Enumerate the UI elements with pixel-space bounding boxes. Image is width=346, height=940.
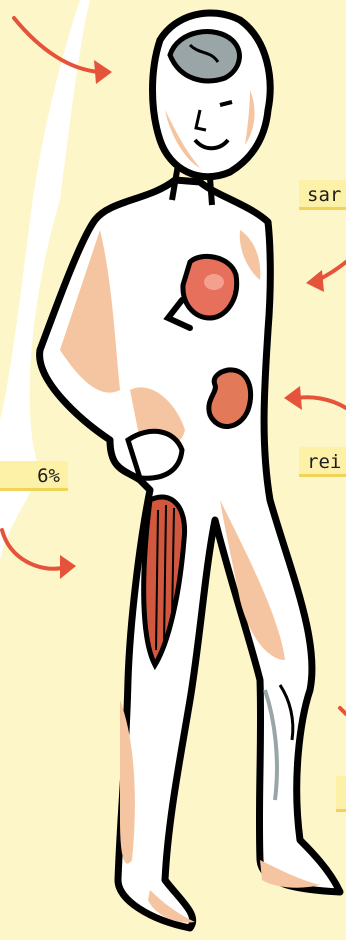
percent-label: 6% <box>0 461 68 491</box>
blood-label: sar <box>299 180 346 210</box>
partial-label <box>336 776 346 812</box>
kidneys-label: rei <box>299 447 346 477</box>
kidney-icon <box>209 370 251 427</box>
brain-icon <box>170 32 239 81</box>
